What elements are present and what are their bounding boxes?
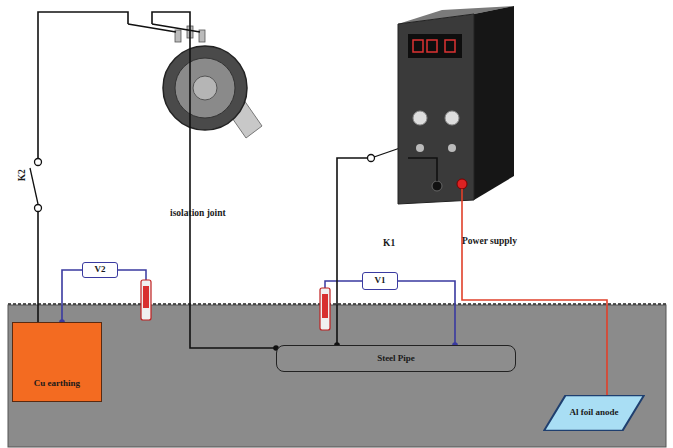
front-panel: [398, 14, 474, 204]
wire-segment: [152, 12, 276, 348]
wire-segment: [398, 281, 455, 345]
button: [416, 144, 424, 152]
display: [408, 34, 462, 58]
node-text: Steel Pipe: [377, 354, 415, 364]
reference-electrodes: [118, 270, 362, 330]
switch-label: K2: [17, 169, 27, 181]
wire-connector: [398, 281, 455, 345]
button: [448, 144, 456, 152]
node-text: V1: [375, 276, 386, 286]
blue-wire: [325, 281, 362, 288]
switch-blade: [30, 168, 38, 204]
display-segment: [413, 40, 423, 52]
electrode-fill: [143, 286, 149, 308]
node-text: V2: [95, 265, 106, 275]
switch-contact: [35, 205, 42, 212]
pot-face: [175, 58, 235, 118]
knob: [413, 111, 427, 125]
component-label: isolation joint: [170, 208, 226, 218]
wire-segment: [337, 158, 367, 345]
voltmeter-box: V2: [82, 262, 118, 278]
earthing-block: Cu earthing: [12, 322, 102, 402]
isolation-joint-illustration: [128, 24, 262, 138]
switch-k2: [30, 159, 42, 212]
switch-blade: [374, 148, 400, 157]
switch-contact: [368, 155, 375, 162]
wire-connector: [38, 12, 276, 348]
electrode-fill: [322, 294, 328, 318]
wire-segment: [408, 158, 437, 181]
pot-hub: [193, 76, 217, 100]
component-label: Power supply: [462, 236, 517, 246]
lug-wire: [152, 24, 200, 32]
wire-segment: [62, 270, 82, 322]
pot-body: [163, 46, 247, 130]
electrode-tube: [320, 288, 330, 330]
knob: [445, 111, 459, 125]
electrode-tube: [141, 280, 151, 320]
switch-label: K1: [383, 238, 395, 248]
wire-segment: [37, 212, 39, 322]
voltmeter-box: V1: [362, 272, 398, 290]
switch-contact: [35, 159, 42, 166]
blue-wire: [118, 270, 146, 280]
side-face: [474, 6, 514, 200]
wire-segment: [38, 12, 128, 158]
display-segment: [427, 40, 437, 52]
node-text: Cu earthing: [34, 379, 80, 389]
wire-connector: [62, 270, 82, 322]
anode-parallelogram: Al foil anode: [543, 395, 645, 431]
node-text: Al foil anode: [569, 408, 618, 418]
black-terminal: [432, 181, 442, 191]
anode-shape: [544, 395, 644, 430]
power-supply-illustration: [398, 6, 514, 204]
display-segment: [445, 40, 455, 52]
steel-pipe: Steel Pipe: [276, 345, 516, 372]
lug-wire: [128, 24, 176, 32]
red-terminal: [457, 179, 467, 189]
